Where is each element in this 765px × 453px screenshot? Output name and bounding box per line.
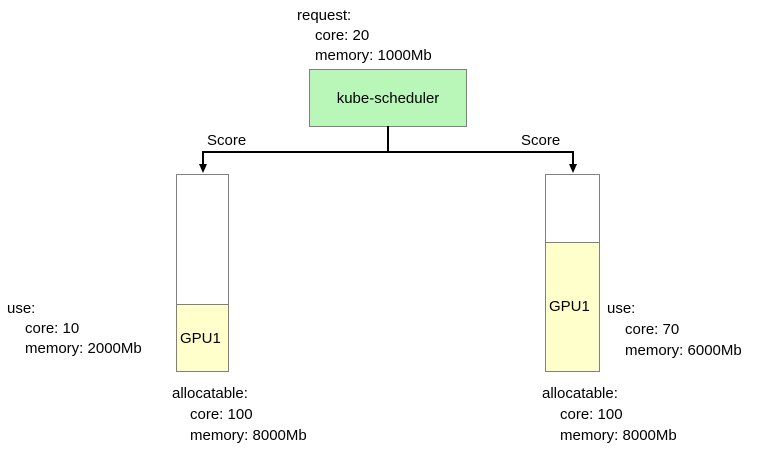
- node-left-use-annotation: use: core: 10 memory: 2000Mb: [7, 299, 142, 359]
- use-right-core: core: 70: [625, 321, 680, 338]
- request-core: core: 20: [315, 27, 370, 44]
- node-right-use-annotation: use: core: 70 memory: 6000Mb: [607, 298, 742, 361]
- alloc-left-core: core: 100: [190, 406, 253, 423]
- node-left-gpu-usage-fill: GPU1: [177, 304, 228, 371]
- score-label-right: Score: [521, 132, 561, 149]
- node-right-allocatable-annotation: allocatable: core: 100 memory: 8000Mb: [542, 383, 677, 446]
- node-left-allocatable-annotation: allocatable: core: 100 memory: 8000Mb: [172, 383, 307, 446]
- request-memory: memory: 1000Mb: [315, 47, 432, 64]
- alloc-left-memory: memory: 8000Mb: [190, 427, 307, 444]
- alloc-left-title: allocatable:: [172, 385, 248, 402]
- use-right-title: use:: [607, 300, 636, 317]
- kube-scheduler-node: kube-scheduler: [309, 69, 467, 127]
- alloc-right-memory: memory: 8000Mb: [560, 427, 677, 444]
- node-left: GPU1: [176, 174, 229, 372]
- score-label-left: Score: [207, 132, 247, 149]
- arrowhead-left-icon: [199, 164, 207, 173]
- connector-right-drop: [572, 151, 574, 165]
- request-title: request:: [297, 7, 352, 24]
- connector-left-drop: [202, 151, 204, 165]
- node-right: GPU1: [545, 174, 600, 372]
- kube-scheduler-label: kube-scheduler: [336, 89, 440, 107]
- use-left-title: use:: [7, 300, 36, 317]
- arrowhead-right-icon: [569, 164, 577, 173]
- use-left-core: core: 10: [25, 320, 80, 337]
- use-left-memory: memory: 2000Mb: [25, 340, 142, 357]
- node-right-gpu-usage-fill: GPU1: [546, 241, 599, 371]
- use-right-memory: memory: 6000Mb: [625, 342, 742, 359]
- request-annotation: request: core: 20 memory: 1000Mb: [297, 6, 432, 66]
- connector-stem: [387, 126, 389, 152]
- connector-horizontal-line: [202, 151, 574, 153]
- alloc-right-core: core: 100: [560, 406, 623, 423]
- node-right-gpu-label: GPU1: [549, 298, 590, 316]
- node-left-gpu-label: GPU1: [180, 329, 221, 347]
- alloc-right-title: allocatable:: [542, 385, 618, 402]
